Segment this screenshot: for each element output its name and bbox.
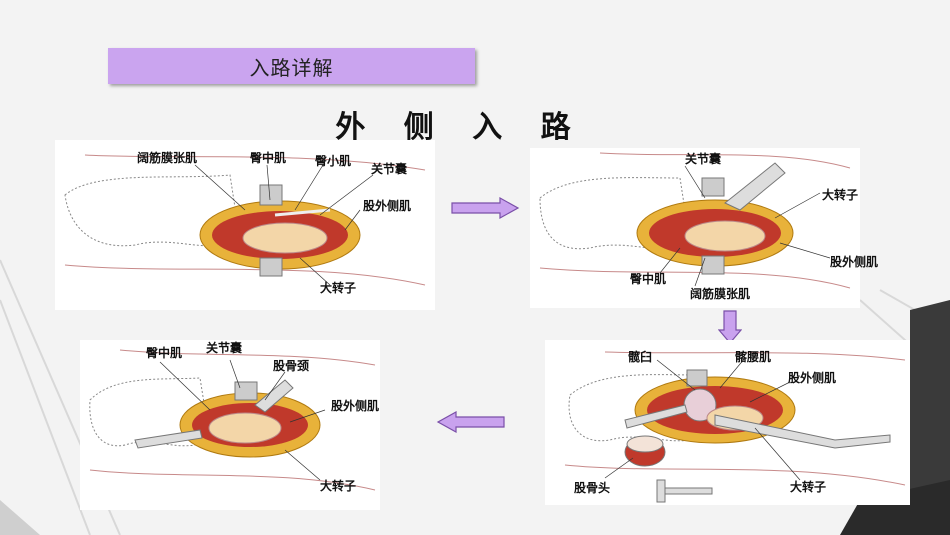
arrow-down [718, 310, 742, 344]
panel-bottom-left: 臀中肌 关节囊 股骨颈 股外侧肌 大转子 [80, 340, 380, 510]
surgery-illustration-2 [539, 152, 851, 289]
surgery-illustration-4 [89, 349, 376, 491]
page-title: 外 侧 入 路 [335, 110, 585, 145]
label-vastus-lateralis: 股外侧肌 [830, 255, 879, 269]
label-tensor-fascia-latae: 阔筋膜张肌 [690, 287, 751, 301]
label-vastus-lateralis: 股外侧肌 [363, 199, 412, 213]
label-gluteus-medius: 臀中肌 [630, 272, 667, 286]
label-tensor-fascia-latae: 阔筋膜张肌 [137, 151, 198, 165]
section-header: 入路详解 [108, 48, 475, 84]
panel-top-right: 关节囊 大转子 股外侧肌 臀中肌 阔筋膜张肌 [530, 148, 878, 308]
surgery-illustration-1 [64, 154, 426, 286]
label-femoral-neck: 股骨颈 [273, 359, 310, 373]
label-gluteus-medius: 臀中肌 [250, 151, 287, 165]
label-vastus-lateralis: 股外侧肌 [788, 371, 837, 385]
label-gluteus-minimus: 臀小肌 [315, 154, 352, 168]
arrow-right [451, 197, 520, 219]
section-header-label: 入路详解 [249, 55, 334, 80]
surgery-illustration-3 [564, 351, 906, 503]
label-joint-capsule: 关节囊 [371, 162, 408, 176]
label-femoral-head: 股骨头 [574, 481, 611, 495]
label-greater-trochanter: 大转子 [822, 188, 859, 202]
label-gluteus-medius: 臀中肌 [146, 346, 183, 360]
panel-bottom-right: 髋臼 髂腰肌 股外侧肌 股骨头 大转子 [545, 340, 910, 505]
panel-top-left: 阔筋膜张肌 臀中肌 臀小肌 关节囊 股外侧肌 大转子 [55, 140, 435, 310]
label-joint-capsule: 关节囊 [206, 341, 243, 355]
label-joint-capsule: 关节囊 [685, 152, 722, 166]
label-iliopsoas: 髂腰肌 [735, 350, 772, 364]
label-vastus-lateralis: 股外侧肌 [331, 399, 380, 413]
label-acetabulum: 髋臼 [628, 350, 653, 364]
arrow-left [436, 411, 505, 433]
label-greater-trochanter: 大转子 [320, 281, 357, 295]
label-greater-trochanter: 大转子 [790, 480, 827, 494]
label-greater-trochanter: 大转子 [320, 479, 357, 493]
